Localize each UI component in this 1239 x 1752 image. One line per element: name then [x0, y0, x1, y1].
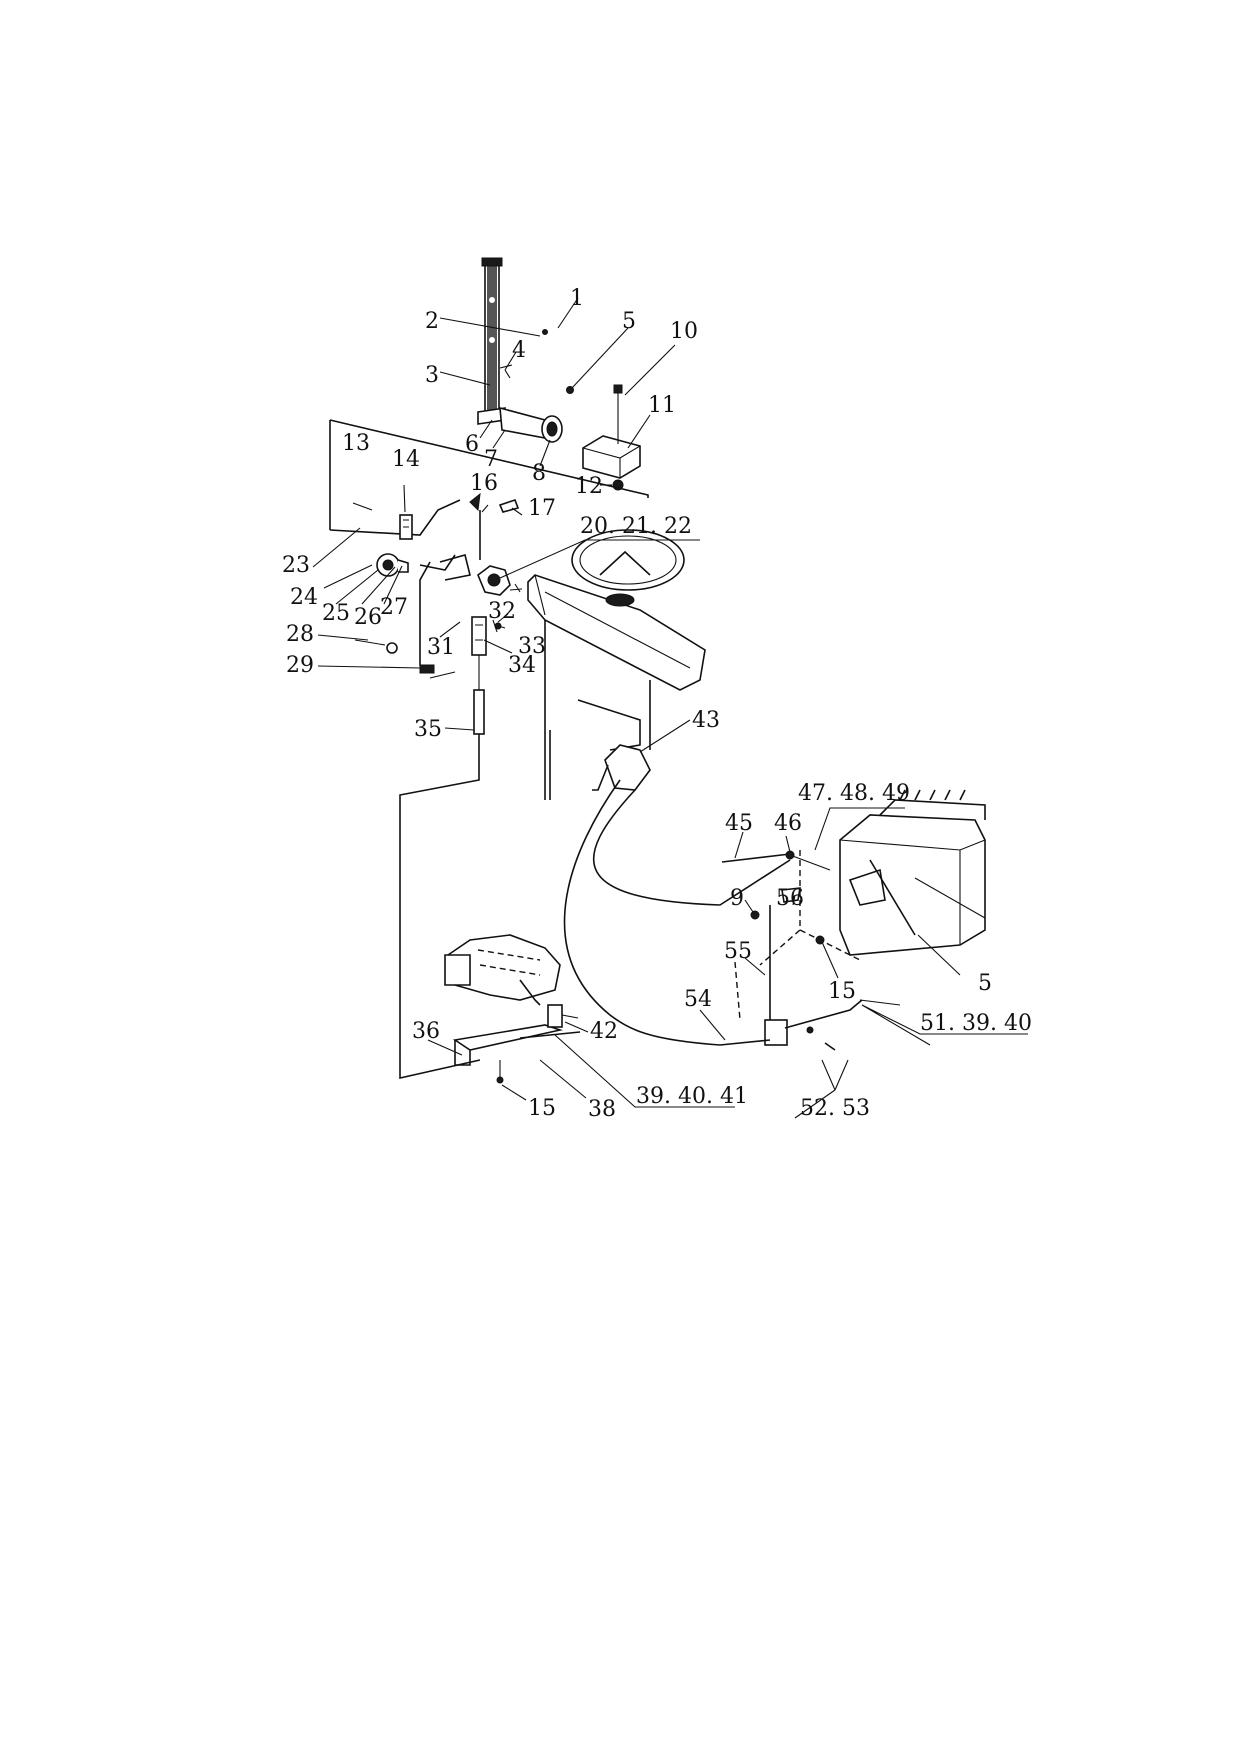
callout-6: 6: [465, 432, 479, 457]
callout-23: 23: [282, 553, 310, 578]
callout-24: 24: [290, 585, 318, 610]
callout-11: 11: [648, 393, 676, 418]
callout-labels: 1 2 3 4 5 6 7 8 10 11 12 13 14 16 17 20.…: [282, 286, 1032, 1122]
callout-8: 8: [532, 461, 546, 486]
callout-1: 1: [570, 286, 584, 311]
callout-39-40-41: 39. 40. 41: [636, 1084, 748, 1109]
callout-47-48-49: 47. 48. 49: [798, 781, 910, 806]
callout-20-21-22: 20. 21. 22: [580, 514, 692, 539]
callout-12: 12: [575, 474, 603, 499]
steering-assembly: [527, 529, 791, 1046]
callout-56: 56: [776, 886, 804, 911]
lower-housing: [444, 934, 581, 1084]
callout-54: 54: [684, 987, 712, 1012]
callout-38: 38: [588, 1097, 616, 1122]
callout-28: 28: [286, 622, 314, 647]
callout-5-right: 5: [978, 971, 992, 996]
callout-43: 43: [692, 708, 720, 733]
callout-25: 25: [322, 601, 350, 626]
control-lever-assembly: [477, 257, 641, 491]
callout-10: 10: [670, 319, 698, 344]
callout-34: 34: [508, 653, 536, 678]
callout-15-bottom: 15: [528, 1096, 556, 1121]
callout-15-right: 15: [828, 979, 856, 1004]
callout-3: 3: [425, 363, 439, 388]
callout-14: 14: [392, 447, 420, 472]
callout-5-top: 5: [622, 309, 636, 334]
callout-33: 33: [518, 634, 546, 659]
callout-45: 45: [725, 811, 753, 836]
callout-55: 55: [724, 939, 752, 964]
callout-35: 35: [414, 717, 442, 742]
callout-32: 32: [488, 599, 516, 624]
callout-17: 17: [528, 496, 556, 521]
callout-42: 42: [590, 1019, 618, 1044]
callout-9: 9: [730, 886, 744, 911]
throttle-linkage: [719, 850, 901, 1051]
callout-46: 46: [774, 811, 802, 836]
mounting-plate-outline: [329, 419, 649, 536]
callout-36: 36: [412, 1019, 440, 1044]
injection-pump: [759, 789, 986, 966]
callout-7: 7: [484, 447, 498, 472]
callout-27: 27: [380, 595, 408, 620]
callout-16: 16: [470, 471, 498, 496]
center-linkage: [399, 492, 523, 1079]
callout-51-39-40: 51. 39. 40: [920, 1011, 1032, 1036]
callout-4: 4: [512, 338, 526, 363]
leader-lines: [312, 297, 1028, 1119]
callout-52-53: 52. 53: [800, 1096, 870, 1121]
switch-cluster: [352, 502, 471, 674]
callout-13: 13: [342, 431, 370, 456]
callout-29: 29: [286, 653, 314, 678]
callout-31: 31: [427, 635, 455, 660]
callout-2: 2: [425, 309, 439, 334]
callout-26: 26: [354, 605, 382, 630]
